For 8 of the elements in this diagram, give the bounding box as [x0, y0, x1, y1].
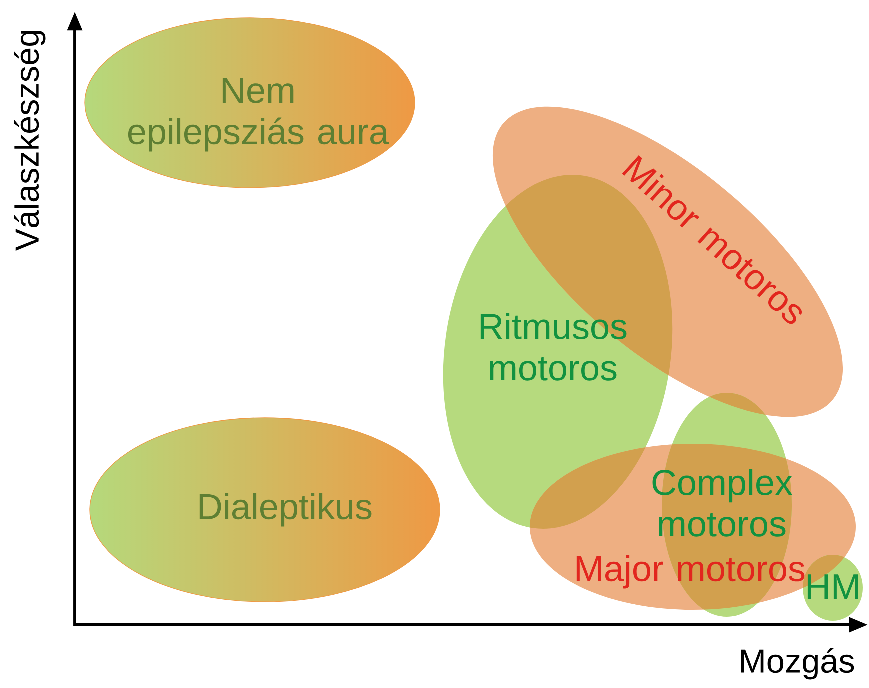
ellipse-label: Major motoros [576, 555, 805, 589]
ellipse-label: HM [808, 574, 858, 600]
ellipse-label: Ritmusos motoros [480, 313, 627, 381]
ellipse-label: Complex motoros [652, 469, 793, 537]
axis-label: Mozgás [741, 648, 854, 680]
axis-label: Válaszkészség [14, 31, 46, 252]
ellipse-label: Dialeptikus [200, 493, 372, 527]
ellipse-label: Nem epilepsziás aura [128, 78, 390, 152]
